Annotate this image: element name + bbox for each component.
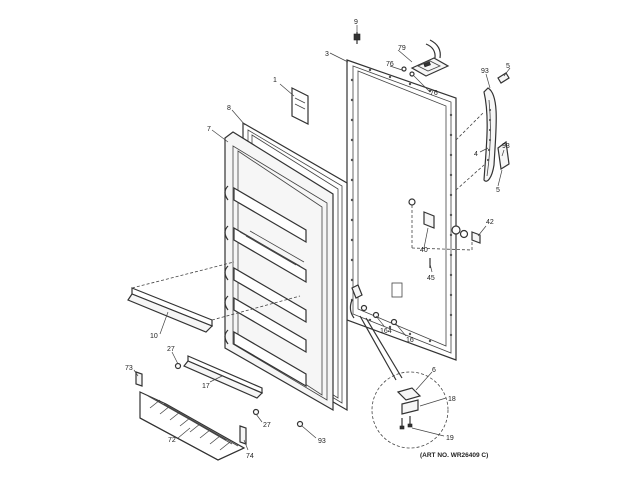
detail-inset [359,315,449,449]
callout-73: 73 [125,365,133,372]
callout-27-bottom: 27 [263,422,271,429]
callout-16: 16 [406,337,414,344]
callout-76-right: 76 [430,90,438,97]
panel-latch-slot [391,282,403,298]
callout-3: 3 [325,51,329,58]
handle-bottom-cap [497,140,510,170]
callout-labels: 1 3 4 5 5 6 7 8 9 10 16 17 18 19 27 27 4… [125,19,510,460]
wire-basket [135,371,247,461]
callout-5-top: 5 [506,63,510,70]
callout-40: 40 [420,247,428,254]
lock-assembly [408,198,481,268]
callout-10: 10 [150,333,158,340]
callout-76-left: 76 [386,61,394,68]
callout-9: 9 [354,19,358,26]
callout-79: 79 [398,45,406,52]
callout-6: 6 [432,367,436,374]
callout-74: 74 [246,453,254,460]
callout-93-bottom: 93 [318,438,326,445]
liner-rails [224,185,229,345]
callout-42: 42 [486,219,494,226]
basket-clip-right [239,425,247,445]
door-liner [224,131,334,412]
art-number: (ART NO. WR26409 C) [420,452,488,459]
liner-shelves [233,186,307,388]
callout-27-left: 27 [167,346,175,353]
callout-8: 8 [227,105,231,112]
callout-19: 19 [446,435,454,442]
callout-93-right: 93 [502,143,510,150]
callout-4: 4 [474,151,478,158]
top-screw [353,32,361,44]
callout-17: 17 [202,383,210,390]
callout-164: 164 [380,328,392,335]
warning-label [291,87,309,125]
fasteners [174,284,398,428]
callout-93-top: 93 [481,68,489,75]
shelf-bar-17 [183,355,264,399]
leader-lines [133,25,511,451]
callout-72: 72 [168,437,176,444]
handle-top-cap [497,72,510,84]
callout-7: 7 [207,126,211,133]
callout-1: 1 [273,77,277,84]
panel-screw-holes [350,68,453,343]
door-outer-panel [346,59,457,361]
top-hinge-assembly [401,39,450,77]
callout-18: 18 [448,396,456,403]
callout-45: 45 [427,275,435,282]
callout-5-bottom: 5 [496,187,500,194]
door-handle [455,72,510,191]
shelf-bar-10 [127,261,301,333]
